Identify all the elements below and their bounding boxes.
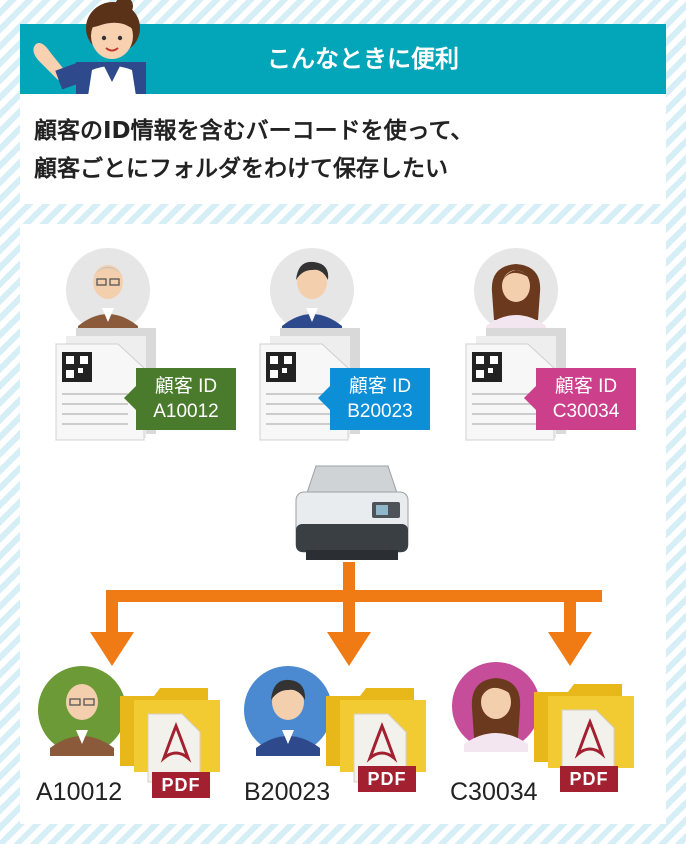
- header-title: こんなときに便利: [267, 45, 459, 73]
- pdf-icon: PDF: [152, 772, 210, 798]
- customer-id-label-3: 顧客 ID C30034: [524, 368, 636, 430]
- folder-name: B20023: [244, 778, 331, 806]
- person-icon: [244, 666, 332, 756]
- label-id: A10012: [153, 401, 219, 422]
- customer-id-label-1: 顧客 ID A10012: [124, 368, 236, 430]
- folder-name: C30034: [450, 778, 538, 806]
- person-icon: [38, 666, 126, 756]
- label-title: 顧客 ID: [154, 376, 218, 397]
- customer-id-label-2: 顧客 ID B20023: [318, 368, 430, 430]
- pdf-icon: PDF: [358, 766, 416, 792]
- intro-text: 顧客のID情報を含むバーコードを使って、 顧客ごとにフォルダをわけて保存したい: [34, 112, 473, 188]
- folder-name: A10012: [36, 778, 123, 806]
- folder-icon: [534, 684, 634, 779]
- folder-icon: [326, 688, 426, 783]
- distribution-arrows: [90, 562, 602, 666]
- label-title: 顧客 ID: [554, 376, 618, 397]
- pdf-icon: PDF: [560, 766, 618, 792]
- person-icon: [452, 662, 540, 752]
- intro-line-2: 顧客ごとにフォルダをわけて保存したい: [34, 156, 448, 182]
- label-id: C30034: [552, 401, 620, 422]
- intro-line-1: 顧客のID情報を含むバーコードを使って、: [34, 118, 474, 144]
- person-icon: [66, 248, 150, 334]
- scanner-icon: [295, 465, 409, 560]
- person-icon: [270, 248, 354, 334]
- folder-icon: [120, 688, 220, 783]
- intro-box: 顧客のID情報を含むバーコードを使って、 顧客ごとにフォルダをわけて保存したい: [20, 94, 666, 204]
- label-id: B20023: [347, 401, 413, 422]
- presenter-woman-icon: [33, 0, 146, 96]
- person-icon: [474, 248, 558, 334]
- label-title: 顧客 ID: [348, 376, 412, 397]
